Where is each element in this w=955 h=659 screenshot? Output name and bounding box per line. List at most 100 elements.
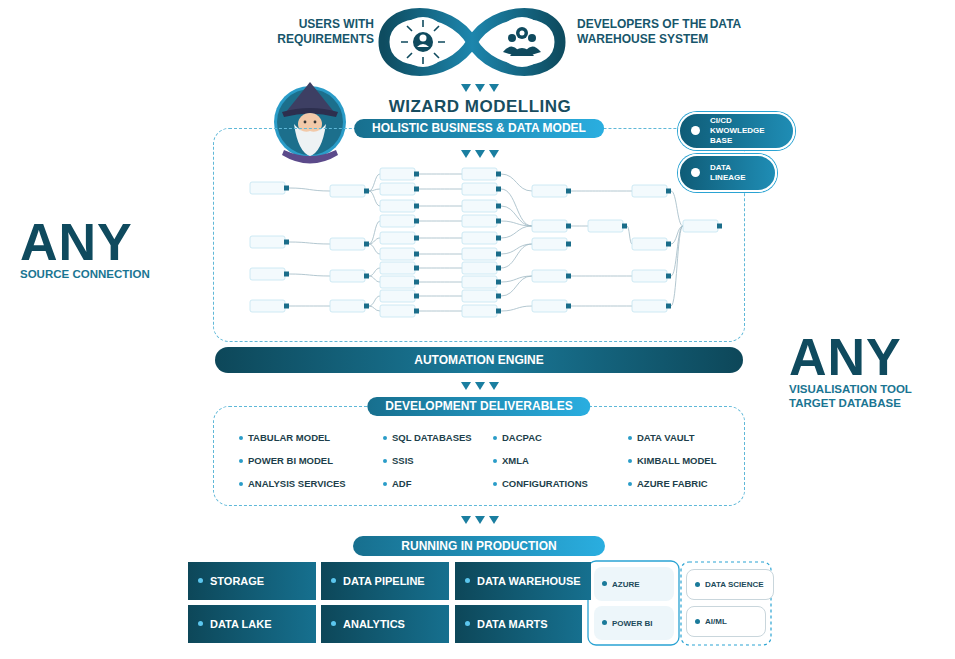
model-box — [330, 238, 365, 250]
model-link — [501, 244, 532, 254]
model-box — [380, 215, 415, 227]
deliverable-item: DATA VAULT — [628, 432, 695, 443]
model-box — [380, 183, 415, 195]
node-label: POWER BI — [612, 619, 652, 628]
production-tile: DATA WAREHOUSE — [455, 562, 591, 600]
model-link — [369, 189, 380, 191]
model-link — [369, 238, 380, 244]
model-link — [419, 254, 462, 255]
model-box — [380, 305, 415, 317]
model-link — [369, 306, 380, 311]
model-box — [532, 300, 567, 312]
model-link — [419, 189, 462, 190]
node-label: ANALYTICS — [343, 618, 405, 630]
node-label: AI/ML — [705, 617, 727, 626]
model-port — [364, 189, 369, 194]
model-link — [501, 221, 532, 226]
model-port — [666, 189, 671, 194]
model-box — [462, 215, 497, 227]
engine-band: AUTOMATION ENGINE — [215, 347, 743, 373]
any-subtitle: VISUALISATION TOOL TARGET DATABASE — [789, 383, 939, 411]
production-tile: DATA LAKE — [188, 605, 316, 643]
model-port — [364, 304, 369, 309]
node-label: AUTOMATION ENGINE — [414, 353, 544, 367]
model-box — [330, 185, 365, 197]
node-label: DATA LINEAGE — [710, 163, 765, 183]
deliverable-item: ADF — [383, 478, 412, 489]
production-tile: DATA MARTS — [455, 605, 582, 643]
model-port — [566, 274, 571, 279]
model-link — [369, 276, 380, 282]
model-link — [419, 221, 462, 222]
model-link — [501, 189, 532, 226]
model-link — [419, 268, 462, 269]
model-port — [414, 172, 419, 177]
model-box — [330, 270, 365, 282]
model-link — [419, 238, 462, 239]
model-box — [380, 262, 415, 274]
model-link — [419, 296, 462, 297]
model-port — [284, 272, 289, 277]
down-triangles — [461, 84, 499, 524]
model-box — [380, 200, 415, 212]
model-link — [571, 191, 632, 192]
model-port — [414, 252, 419, 257]
model-port — [496, 219, 501, 224]
model-box — [380, 248, 415, 260]
model-link — [289, 306, 330, 307]
model-port — [414, 219, 419, 224]
model-link — [289, 242, 330, 244]
model-box — [380, 290, 415, 302]
model-link — [369, 221, 380, 244]
model-port — [364, 274, 369, 279]
stage-band: RUNNING IN PRODUCTION — [353, 536, 605, 556]
deliverable-item: ANALYSIS SERVICES — [239, 478, 346, 489]
node-label: DATA LAKE — [210, 618, 272, 630]
model-link — [501, 276, 532, 296]
model-port — [496, 309, 501, 314]
model-box — [462, 168, 497, 180]
any-heading: ANY — [20, 216, 133, 268]
model-port — [414, 309, 419, 314]
model-link — [369, 296, 380, 306]
model-link — [571, 306, 632, 307]
model-box — [380, 168, 415, 180]
model-port — [666, 304, 671, 309]
model-link — [501, 174, 532, 191]
model-box — [250, 182, 285, 194]
model-port — [496, 280, 501, 285]
model-link — [501, 244, 532, 268]
top-label: USERS WITH REQUIREMENTS — [250, 17, 374, 47]
platform-box: POWER BI — [594, 606, 674, 640]
deliverable-item: CONFIGURATIONS — [493, 478, 588, 489]
model-link — [571, 226, 588, 227]
model-port — [414, 187, 419, 192]
model-link — [289, 274, 330, 276]
model-box — [462, 305, 497, 317]
model-port — [284, 186, 289, 191]
model-box — [462, 248, 497, 260]
production-tile: ANALYTICS — [321, 605, 449, 643]
model-port — [566, 304, 571, 309]
deliverable-item: DACPAC — [493, 432, 542, 443]
any-heading: ANY — [789, 331, 902, 383]
deliverable-item: SQL DATABASES — [383, 432, 472, 443]
node-label: DATA SCIENCE — [705, 580, 764, 589]
deliverable-item: TABULAR MODEL — [239, 432, 330, 443]
model-port — [566, 242, 571, 247]
model-box — [380, 276, 415, 288]
model-link — [369, 191, 380, 206]
model-port — [414, 294, 419, 299]
model-link — [419, 311, 462, 312]
model-link — [289, 188, 330, 191]
deliverable-item: AZURE FABRIC — [628, 478, 708, 489]
model-box — [532, 238, 567, 250]
extension-box: AI/ML — [686, 606, 766, 637]
model-box — [532, 185, 567, 197]
production-tile: STORAGE — [188, 562, 316, 600]
model-link — [501, 226, 532, 238]
model-link — [671, 191, 683, 226]
model-port — [566, 189, 571, 194]
platform-box: AZURE — [594, 567, 674, 601]
model-port — [284, 240, 289, 245]
